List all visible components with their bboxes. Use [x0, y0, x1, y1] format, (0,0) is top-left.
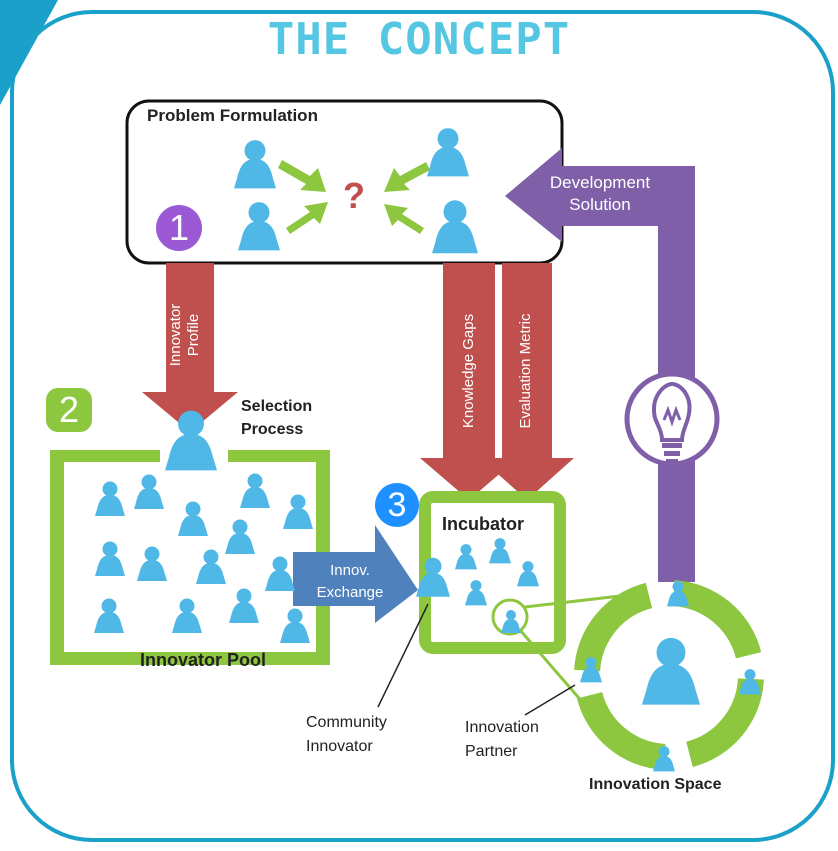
community-line2: Innovator — [306, 738, 373, 755]
innovator-profile-line1: Innovator — [167, 303, 184, 367]
exchange-line2: Exchange — [316, 584, 384, 601]
outer-frame — [10, 10, 835, 842]
evaluation-metric-label: Evaluation Metric — [517, 313, 534, 429]
innovation-partner-label: Innovation Partner — [465, 716, 539, 764]
step-badge-3: 3 — [375, 483, 419, 527]
partner-line1: Innovation — [465, 719, 539, 736]
question-mark: ? — [343, 175, 365, 216]
development-solution-arrow — [505, 148, 695, 582]
innovator-profile-line2: Profile — [185, 313, 202, 357]
development-line1: Development — [549, 173, 651, 192]
development-line2: Solution — [569, 195, 631, 214]
partner-line2: Partner — [465, 743, 518, 760]
selection-line1: Selection — [241, 398, 313, 415]
person-icon — [172, 598, 202, 633]
person-icon — [137, 546, 167, 581]
community-line1: Community — [306, 714, 387, 731]
innov-exchange-label: Innov. Exchange — [300, 560, 400, 604]
person-icon — [95, 541, 125, 576]
person-icon — [225, 519, 255, 554]
person-icon — [642, 637, 700, 705]
person-icon — [196, 549, 226, 584]
selection-line2: Process — [241, 421, 304, 438]
development-solution-label: Development Solution — [540, 172, 660, 216]
partner-callout — [524, 684, 576, 716]
person-icon — [455, 544, 477, 570]
person-icon — [229, 588, 259, 623]
red-arrows — [142, 263, 574, 500]
innov-exchange-arrow — [293, 525, 418, 623]
innovator-pool-label: Innovator Pool — [140, 650, 266, 670]
knowledge-gaps-label: Knowledge Gaps — [460, 313, 477, 429]
person-icon — [265, 556, 295, 591]
problem-formulation-label: Problem Formulation — [147, 106, 318, 125]
person-icon — [280, 608, 310, 643]
person-icon — [465, 580, 487, 606]
person-icon — [94, 598, 124, 633]
exchange-line1: Innov. — [330, 562, 370, 579]
person-icon — [517, 561, 539, 587]
selection-process-label: Selection Process — [241, 395, 312, 441]
incubator-label: Incubator — [442, 514, 525, 534]
person-icon — [240, 473, 270, 508]
person-icon — [283, 494, 313, 529]
innovator-profile-label: Innovator Profile — [167, 275, 203, 395]
community-innovator-label: Community Innovator — [306, 711, 387, 759]
person-icon — [178, 501, 208, 536]
lightbulb-icon — [624, 371, 720, 467]
person-icon — [165, 410, 217, 471]
person-icon — [134, 474, 164, 509]
person-icon — [501, 610, 521, 633]
step-badge-2: 2 — [46, 388, 92, 432]
incubator-box — [419, 491, 566, 654]
innovation-space-label: Innovation Space — [589, 776, 722, 793]
problem-arrows — [278, 160, 430, 234]
step-badge-1: 1 — [156, 205, 202, 251]
page-title: THE CONCEPT — [267, 14, 571, 65]
person-icon — [489, 538, 511, 564]
person-icon — [95, 481, 125, 516]
community-callout — [377, 603, 429, 708]
